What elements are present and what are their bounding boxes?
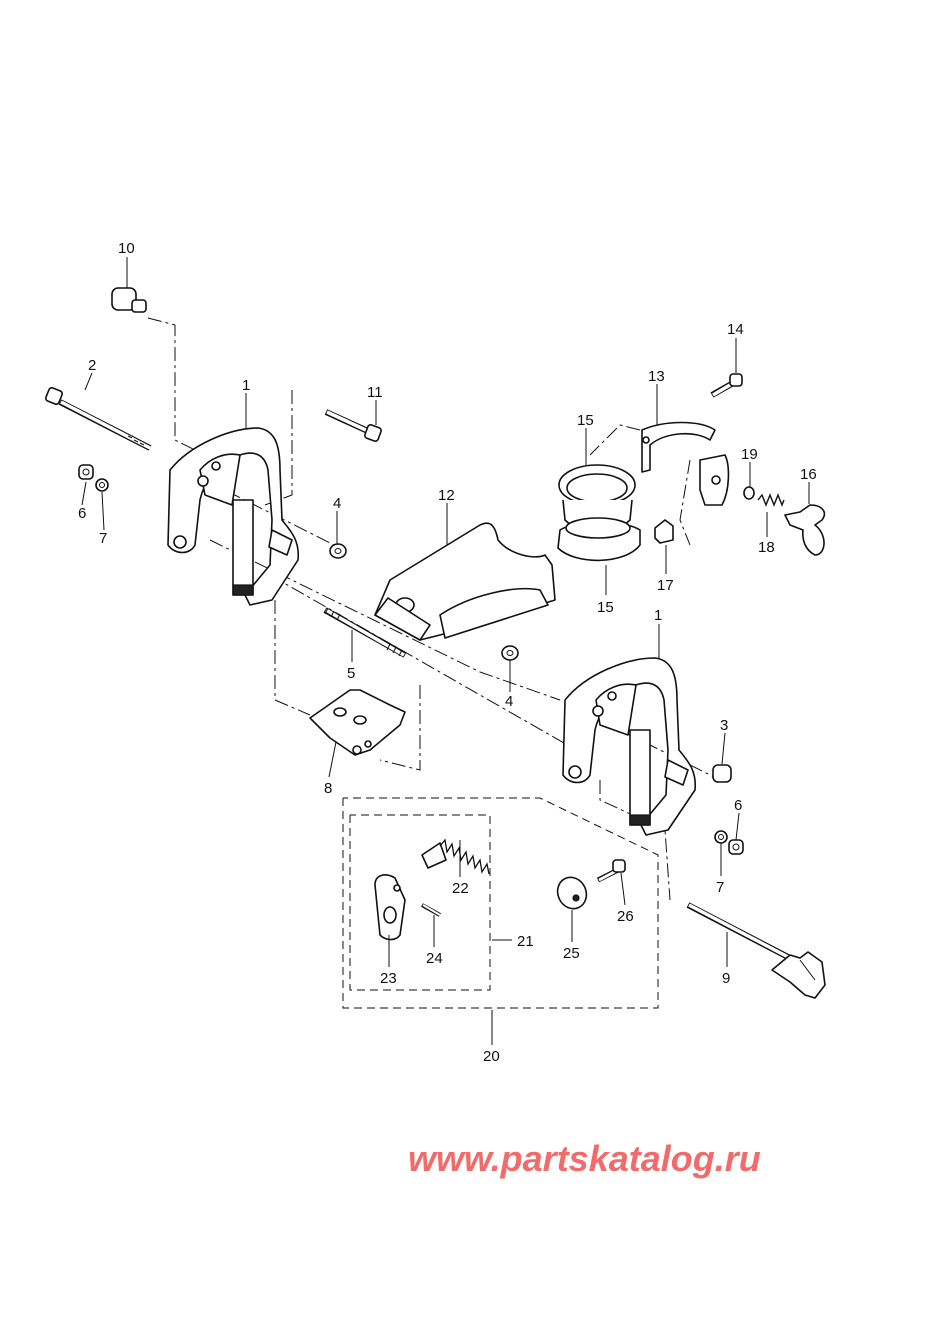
part-6-nut-right [728, 839, 744, 855]
callout-21: 21 [517, 933, 534, 950]
part-8-plate [309, 689, 406, 756]
callout-22: 22 [452, 880, 469, 897]
callout-17: 17 [657, 577, 674, 594]
part-1-clamp-bracket-right [562, 657, 697, 836]
part-6-nut-left [78, 464, 94, 480]
callout-8: 8 [324, 780, 332, 797]
callout-11: 11 [367, 384, 383, 401]
callout-26: 26 [617, 908, 634, 925]
part-15-bushing-lower [557, 517, 641, 562]
part-10-pin [111, 287, 147, 313]
part-9-rod-handle [686, 902, 826, 999]
callout-7-right: 7 [716, 879, 724, 896]
part-26-screw [596, 859, 626, 883]
part-4-washer-upper [329, 543, 347, 559]
part-15-bushing-upper [558, 464, 636, 532]
callout-6-right: 6 [734, 797, 742, 814]
part-7-washer-left [95, 478, 109, 492]
callout-7-left: 7 [99, 530, 107, 547]
part-14-bolt [710, 373, 743, 398]
callout-2: 2 [88, 357, 96, 374]
callout-1-left: 1 [242, 377, 250, 394]
part-4-washer-lower [501, 645, 519, 661]
part-18-spring [757, 493, 785, 507]
part-23-lever [374, 874, 406, 941]
callout-23: 23 [380, 970, 397, 987]
part-13-clamp-ring [641, 421, 730, 506]
callout-18: 18 [758, 539, 775, 556]
callout-19: 19 [741, 446, 758, 463]
part-11-bolt [324, 409, 382, 442]
leader-lines [81, 257, 810, 1045]
callout-16: 16 [800, 466, 817, 483]
part-3-nut [712, 764, 732, 783]
callout-5: 5 [347, 665, 355, 682]
callout-1-right: 1 [654, 607, 662, 624]
callout-25: 25 [563, 945, 580, 962]
part-7-washer-right [714, 830, 728, 844]
part-25-plate [556, 876, 588, 910]
callout-labels: 10 2 1 11 6 7 4 12 15 13 14 19 16 18 17 … [78, 240, 817, 1065]
part-22-spring-rod [421, 838, 490, 875]
part-1-clamp-bracket-left [167, 427, 300, 606]
callout-3: 3 [720, 717, 728, 734]
callout-10: 10 [118, 240, 135, 257]
callout-14: 14 [727, 321, 744, 338]
callout-15-lower: 15 [597, 599, 614, 616]
part-5-stud [323, 607, 407, 658]
part-19-washer [743, 486, 755, 500]
callout-20: 20 [483, 1048, 500, 1065]
callout-15-upper: 15 [577, 412, 594, 429]
watermark-text: www.partskatalog.ru [408, 1138, 761, 1179]
callout-4-lower: 4 [505, 693, 513, 710]
part-2-bolt [44, 386, 152, 451]
callout-24: 24 [426, 950, 443, 967]
callout-13: 13 [648, 368, 665, 385]
callout-6-left: 6 [78, 505, 86, 522]
part-16-thumb-screw [784, 504, 826, 556]
callout-9: 9 [722, 970, 730, 987]
callout-4-upper: 4 [333, 495, 341, 512]
part-17-block [654, 519, 674, 544]
part-24-pin [421, 903, 441, 917]
part-12-swivel-bracket [374, 522, 556, 641]
callout-12: 12 [438, 487, 455, 504]
assembly-20-box [342, 797, 659, 1009]
assembly-21-box [349, 814, 491, 991]
